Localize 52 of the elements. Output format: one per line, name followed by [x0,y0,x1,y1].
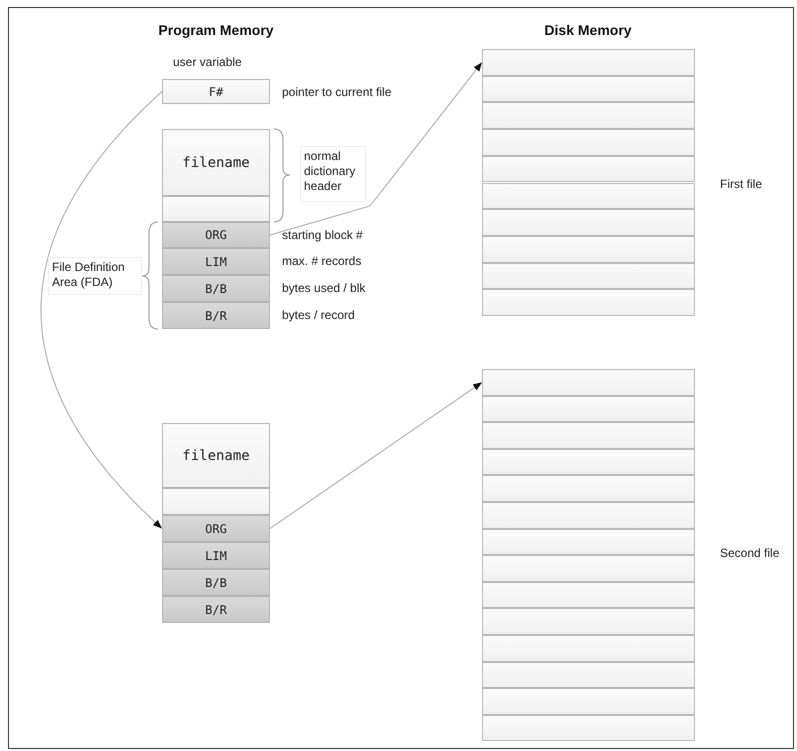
memory-cell: LIM [162,248,270,275]
disk-block [482,236,695,263]
column-heading: Program Memory [158,22,274,38]
disk-block [482,422,695,449]
annotation-text: bytes used / blk [282,281,366,295]
memory-cell: ORG [162,222,270,248]
memory-cell: B/B [162,569,270,596]
disk-block [482,502,695,529]
memory-cell [162,196,270,222]
file-label: Second file [720,546,780,560]
disk-block [482,688,695,715]
memory-cell: B/B [162,275,270,302]
memory-cell: B/R [162,302,270,329]
arrow [270,62,482,236]
disk-block [482,262,695,290]
annotation-text: pointer to current file [282,85,392,99]
disk-block [482,182,695,210]
note-label: normal dictionary header [300,146,366,202]
disk-block [482,129,695,156]
memory-cell: filename [162,423,270,488]
memory-cell: B/R [162,596,270,623]
memory-cell: ORG [162,515,270,542]
disk-block [482,528,695,556]
note-label: File Definition Area (FDA) [48,257,142,295]
annotation-text: user variable [173,55,242,69]
memory-cell: F# [162,79,270,104]
disk-block [482,448,695,476]
disk-block [482,608,695,635]
disk-block [482,102,695,130]
annotation-text: bytes / record [282,308,355,322]
memory-cell: filename [162,129,270,196]
disk-block [482,582,695,608]
disk-block [482,209,695,236]
disk-block [482,396,695,422]
disk-block [482,555,695,582]
arrow [40,91,162,529]
disk-block [482,76,695,102]
file-label: First file [720,177,762,191]
annotation-text: max. # records [282,254,362,268]
disk-block [482,662,695,688]
annotation-text: starting block # [282,228,363,242]
disk-block [482,475,695,502]
disk-block [482,714,695,742]
memory-cell: LIM [162,542,270,569]
column-heading: Disk Memory [544,22,632,38]
memory-cell [162,488,270,515]
arrow [270,382,482,529]
disk-block [482,49,695,76]
disk-block [482,369,695,396]
disk-block [482,635,695,662]
disk-block [482,289,695,316]
disk-block [482,156,695,182]
